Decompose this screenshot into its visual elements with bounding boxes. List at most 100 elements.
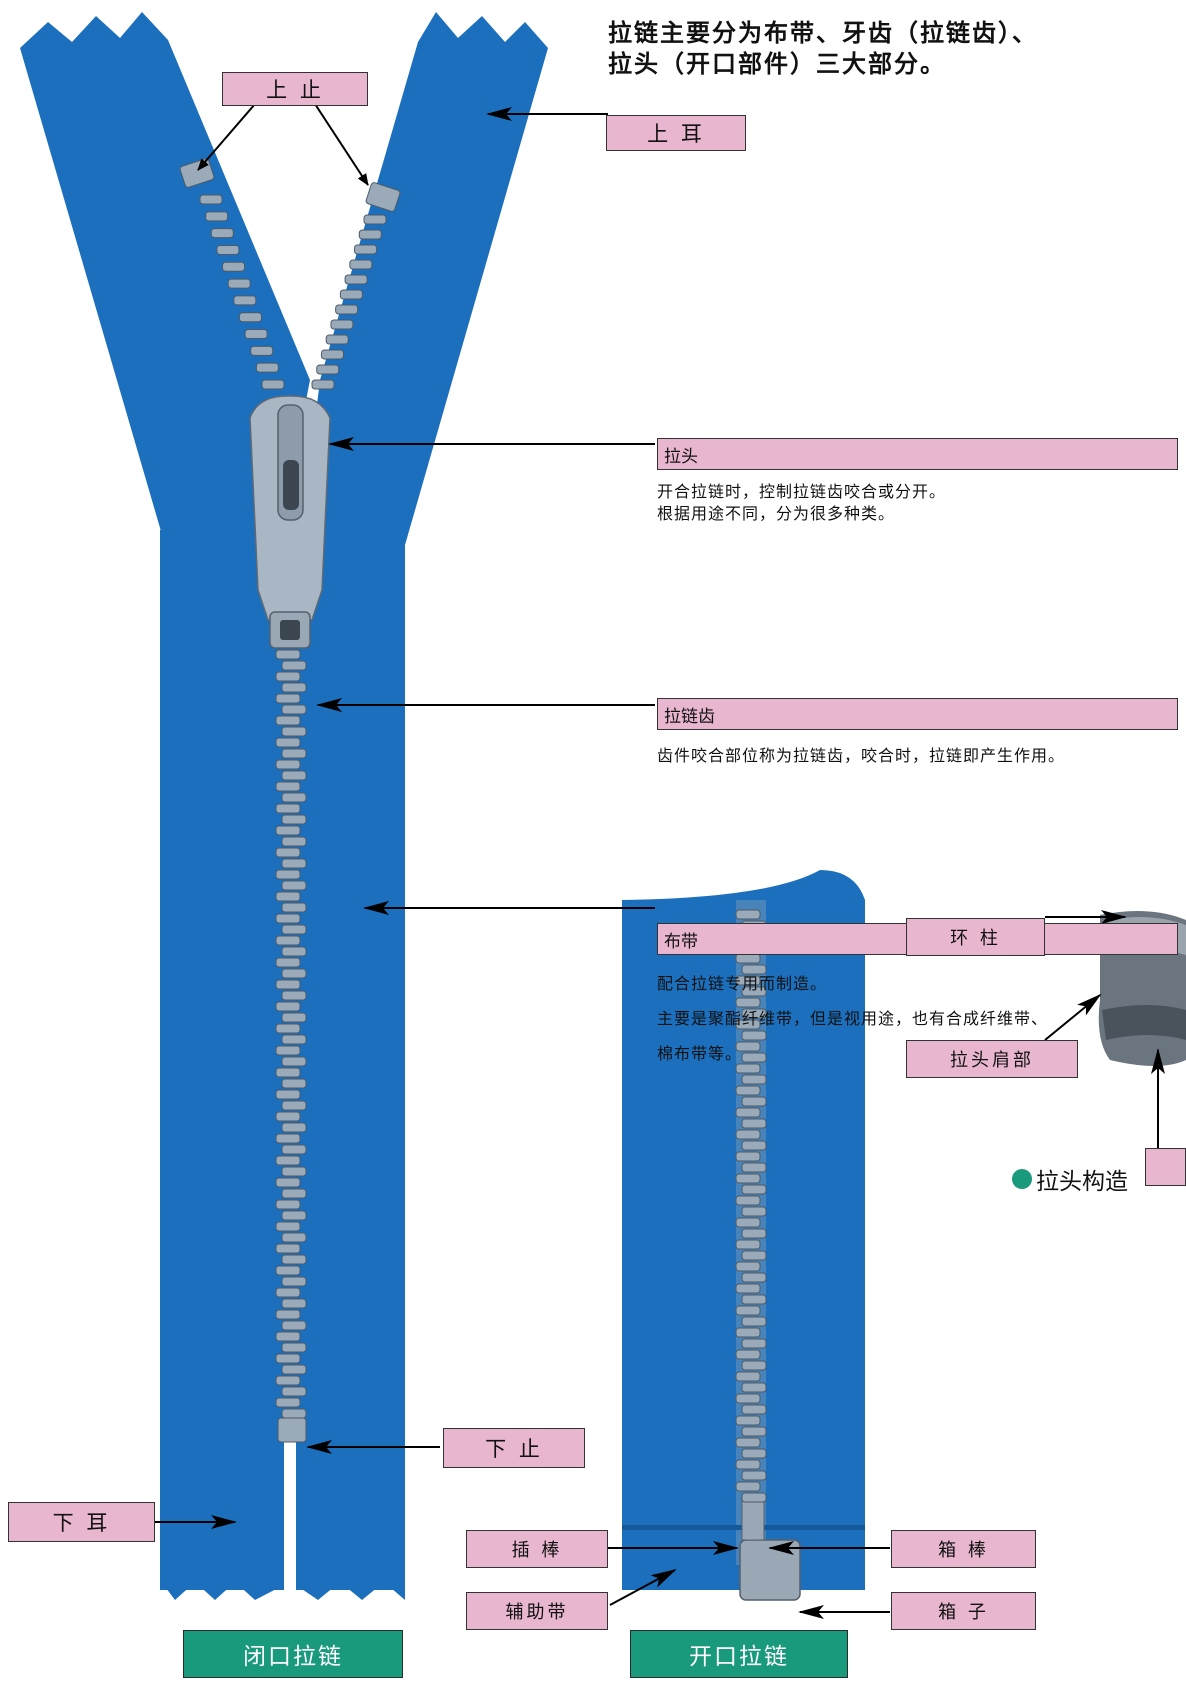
zipper-tooth bbox=[281, 682, 307, 693]
zipper-tooth bbox=[275, 847, 301, 858]
zipper-tooth bbox=[281, 968, 307, 979]
zipper-tooth bbox=[741, 1338, 767, 1349]
zipper-tooth bbox=[735, 953, 761, 964]
zipper-tooth bbox=[275, 1111, 301, 1122]
zipper-tooth bbox=[741, 964, 767, 975]
zipper-tooth bbox=[275, 1001, 301, 1012]
zipper-tooth bbox=[281, 770, 307, 781]
zipper-tooth bbox=[281, 814, 307, 825]
upper-teeth bbox=[179, 158, 401, 212]
zipper-tooth bbox=[281, 1034, 307, 1045]
zipper-tooth bbox=[275, 1133, 301, 1144]
bottom-stop bbox=[277, 1417, 307, 1443]
zipper-tooth bbox=[275, 1331, 301, 1342]
zipper-tooth bbox=[281, 1166, 307, 1177]
zipper-tooth bbox=[735, 1481, 761, 1492]
zipper-tooth bbox=[275, 1045, 301, 1056]
zipper-tooth bbox=[275, 781, 301, 792]
zipper-tooth bbox=[281, 836, 307, 847]
zipper-tooth bbox=[735, 975, 761, 986]
zipper-tooth bbox=[735, 997, 761, 1008]
zipper-tooth bbox=[281, 1254, 307, 1265]
zipper-tooth bbox=[344, 274, 368, 285]
zipper-tooth bbox=[275, 869, 301, 880]
zipper-tooth bbox=[281, 792, 307, 803]
zipper-tooth bbox=[281, 1232, 307, 1243]
zipper-teeth-column bbox=[275, 649, 307, 1419]
page-title: 拉链主要分为布带、牙齿（拉链齿）、 拉头（开口部件）三大部分。 bbox=[608, 19, 1038, 78]
zipper-tooth bbox=[250, 345, 274, 356]
zipper-tooth bbox=[275, 825, 301, 836]
zipper-tooth bbox=[735, 1305, 761, 1316]
zipper-tooth bbox=[741, 1052, 767, 1063]
zipper-tooth bbox=[281, 858, 307, 869]
zipper-tooth bbox=[741, 1030, 767, 1041]
zipper-tooth bbox=[741, 1272, 767, 1283]
zipper-tooth bbox=[275, 1155, 301, 1166]
zipper-tooth bbox=[735, 1239, 761, 1250]
zipper-tooth bbox=[363, 214, 387, 225]
teeth-desc-1: 齿件咬合部位称为拉链齿，咬合时，拉链即产生作用。 bbox=[657, 746, 1066, 765]
zipper-tooth bbox=[275, 693, 301, 704]
zipper-tooth bbox=[275, 1353, 301, 1364]
zipper-tooth bbox=[735, 1173, 761, 1184]
slider-desc-1: 开合拉链时，控制拉链齿咬合或分开。 bbox=[657, 482, 947, 501]
label-top-stop: 上 止 bbox=[222, 72, 368, 106]
zipper-tooth bbox=[735, 1129, 761, 1140]
zipper-tooth bbox=[275, 715, 301, 726]
zipper-tooth bbox=[222, 261, 246, 272]
zipper-tooth bbox=[354, 244, 378, 255]
zipper-tooth bbox=[741, 1470, 767, 1481]
zipper-tooth bbox=[281, 1012, 307, 1023]
tape-desc-2: 主要是聚酯纤维带，但是视用途，也有合成纤维带、 bbox=[657, 1009, 1049, 1028]
zipper-tooth bbox=[741, 1492, 767, 1503]
zipper-tooth bbox=[281, 902, 307, 913]
zipper-tooth bbox=[339, 289, 363, 300]
zipper-tooth bbox=[275, 935, 301, 946]
label-bottom-ear: 下 耳 bbox=[8, 1502, 155, 1542]
zipper-tooth bbox=[238, 312, 262, 323]
zipper-tooth bbox=[275, 1397, 301, 1408]
zipper-tooth bbox=[735, 909, 761, 920]
zipper-tooth bbox=[735, 1349, 761, 1360]
zipper-tooth bbox=[735, 1085, 761, 1096]
zipper-tooth bbox=[735, 1261, 761, 1272]
zipper-tooth bbox=[275, 1199, 301, 1210]
zipper-tooth bbox=[281, 924, 307, 935]
slider-desc-2: 根据用途不同，分为很多种类。 bbox=[657, 504, 896, 523]
zipper-tooth bbox=[281, 1320, 307, 1331]
zipper-tooth bbox=[199, 194, 223, 205]
zipper-tooth bbox=[275, 803, 301, 814]
zipper-tooth bbox=[275, 1265, 301, 1276]
zipper-tooth bbox=[216, 244, 240, 255]
zipper-tooth bbox=[741, 1448, 767, 1459]
zipper-tooth bbox=[275, 671, 301, 682]
zipper-tooth bbox=[330, 319, 354, 330]
zipper-tooth bbox=[281, 704, 307, 715]
zipper-tooth bbox=[735, 1151, 761, 1162]
zipper-tooth bbox=[735, 1459, 761, 1470]
label-bottom-stop: 下 止 bbox=[443, 1428, 585, 1468]
zipper-tooth bbox=[275, 891, 301, 902]
zipper-tooth bbox=[735, 1283, 761, 1294]
arrows bbox=[155, 103, 1165, 1619]
zipper-tooth bbox=[255, 362, 279, 373]
zipper-tooth bbox=[275, 1287, 301, 1298]
zipper-tooth bbox=[281, 1100, 307, 1111]
label-closed-zipper: 闭口拉链 bbox=[183, 1630, 403, 1678]
zipper-tooth bbox=[281, 946, 307, 957]
zipper-tooth bbox=[275, 1243, 301, 1254]
zipper-tooth bbox=[281, 1056, 307, 1067]
upper-teeth-rows bbox=[199, 194, 387, 390]
zipper-tooth bbox=[281, 1342, 307, 1353]
zipper-tooth bbox=[735, 1327, 761, 1338]
zipper-tooth bbox=[281, 748, 307, 759]
label-top-ear: 上 耳 bbox=[606, 115, 746, 151]
zipper-tooth bbox=[275, 979, 301, 990]
label-ring-post: 环 柱 bbox=[906, 918, 1045, 956]
zipper-tooth bbox=[281, 1078, 307, 1089]
zipper-tooth bbox=[275, 1309, 301, 1320]
zipper-tooth bbox=[335, 304, 359, 315]
zipper-tooth bbox=[281, 1210, 307, 1221]
